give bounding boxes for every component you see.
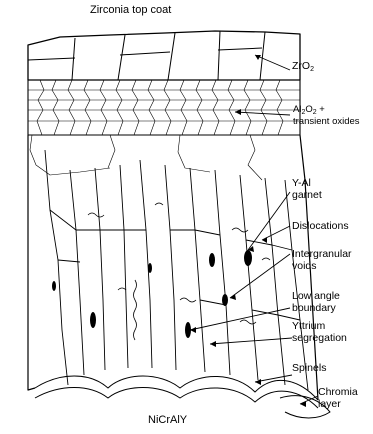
label-intergranular-voids: Intergranular voids <box>292 248 352 272</box>
label-zro2: ZrO2 <box>292 60 314 74</box>
label-zro2-base: ZrO <box>292 60 310 72</box>
label-boundary-line2: boundary <box>292 302 340 314</box>
label-yttrium-line1: Yttrium <box>292 320 347 332</box>
label-low-angle-boundary: Low angle boundary <box>292 290 340 314</box>
arrowheads <box>190 55 306 407</box>
bondcoat-grains-layer <box>28 135 318 400</box>
label-chromia-line2: layer <box>318 398 358 410</box>
label-zirconia-top-coat: Zirconia top coat <box>90 4 171 16</box>
label-al2o3-b: O <box>305 104 312 115</box>
label-yal-garnet: Y-Al garnet <box>292 177 322 201</box>
label-al2o3-sub2: 2 <box>313 109 317 116</box>
label-al2o3: Al2O2 + transient oxides <box>293 104 360 127</box>
label-al2o3-c: + <box>317 104 325 115</box>
label-chromia-line1: Chromia <box>318 386 358 398</box>
label-yal-garnet-line1: Y-Al <box>292 177 322 189</box>
label-yal-garnet-line2: garnet <box>292 189 322 201</box>
label-voids-line1: Intergranular <box>292 248 352 260</box>
label-zro2-sub: 2 <box>310 66 314 73</box>
label-transient-oxides: transient oxides <box>293 116 360 127</box>
label-al2o3-line1: Al2O2 + <box>293 104 360 116</box>
chromia-spinel-interface <box>35 376 330 418</box>
low-angle-boundary <box>134 280 137 340</box>
label-dislocations: Dislocations <box>292 220 349 232</box>
label-nicraly: NiCrAlY <box>148 414 187 426</box>
label-chromia-layer: Chromia layer <box>318 386 358 410</box>
dislocations <box>88 203 270 324</box>
label-yttrium-line2: segregation <box>292 332 347 344</box>
label-yttrium-segregation: Yttrium segregation <box>292 320 347 344</box>
label-al2o3-sub1: 2 <box>301 109 305 116</box>
label-boundary-line1: Low angle <box>292 290 340 302</box>
label-spinels: Spinels <box>292 362 326 374</box>
label-voids-line2: voids <box>292 260 352 272</box>
alumina-oxide-layer <box>28 80 300 180</box>
